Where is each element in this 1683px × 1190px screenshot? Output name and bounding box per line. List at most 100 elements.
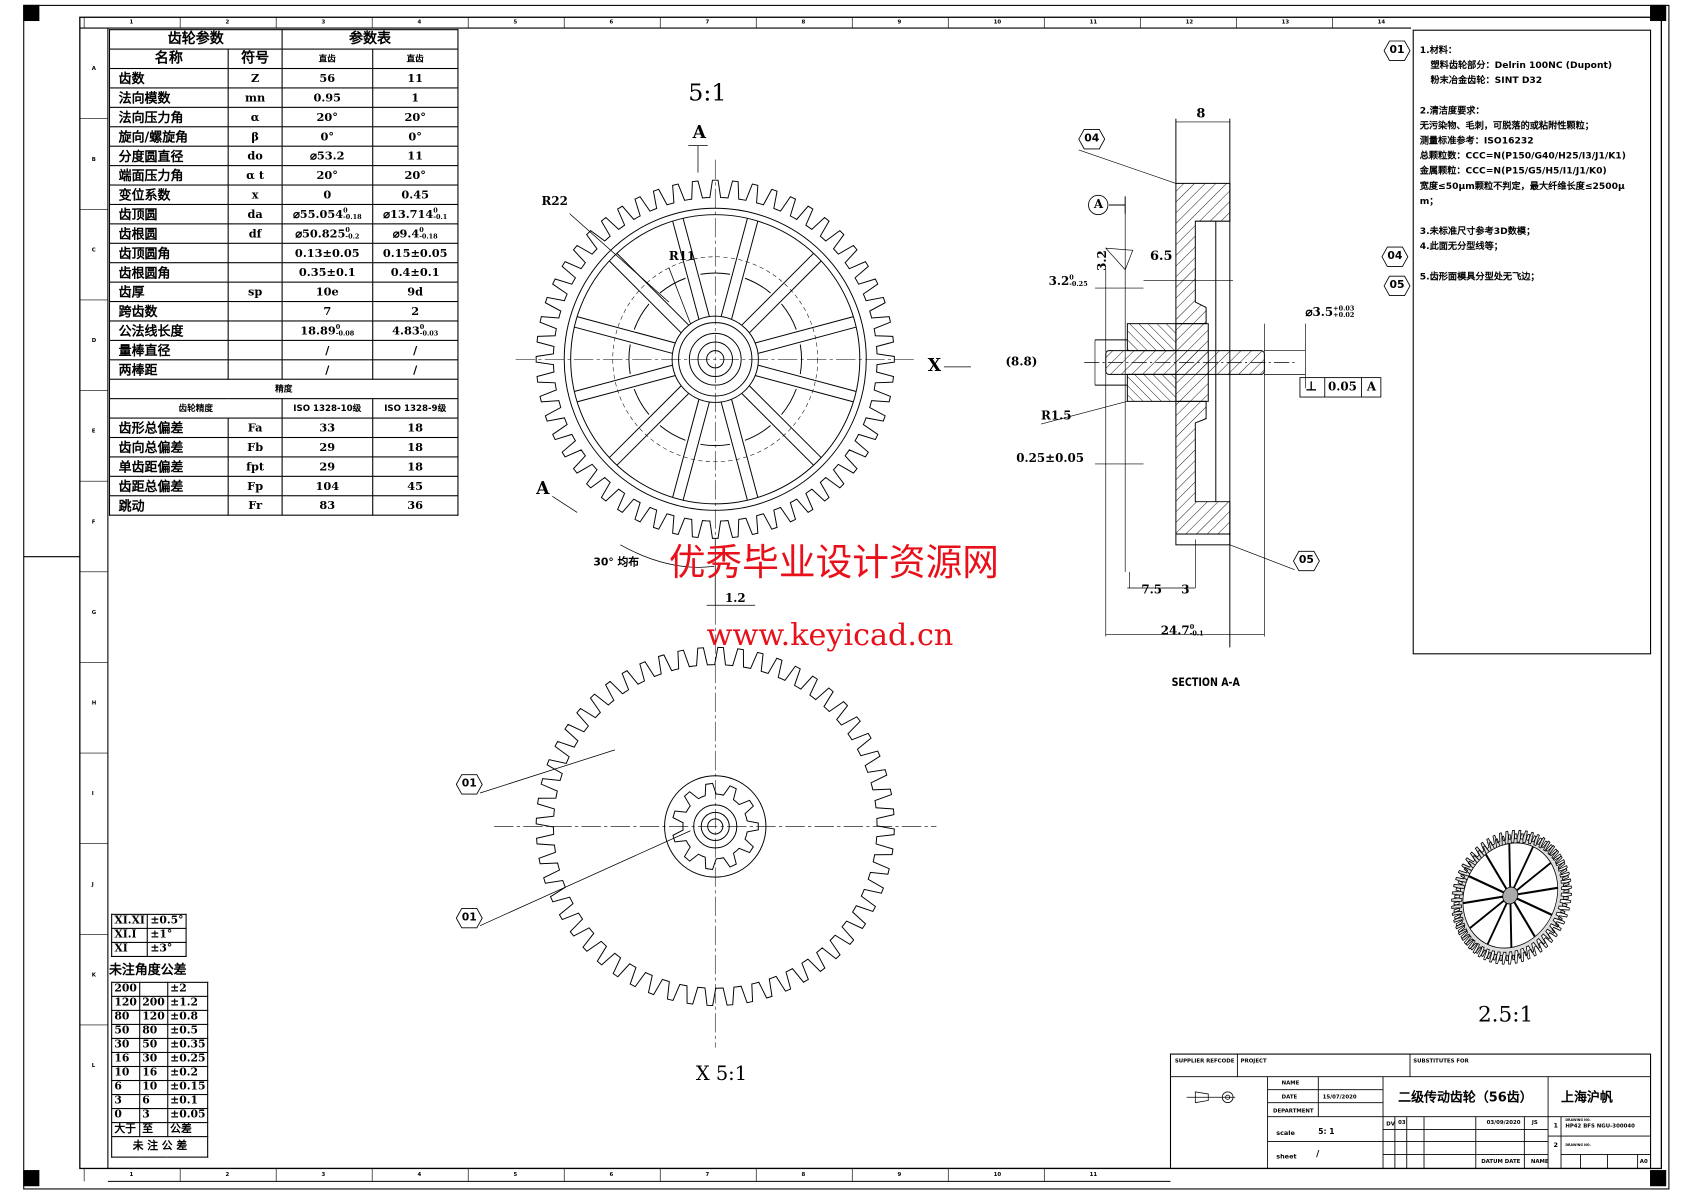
- tol-lower: -0.2: [345, 232, 360, 241]
- bottom-zone-label: 2: [225, 1171, 230, 1179]
- perpendicularity-symbol: ⊥: [1305, 378, 1318, 394]
- precision-label: 齿轮精度: [108, 398, 283, 419]
- iso-spoke: [1508, 843, 1512, 888]
- bottom-zone-label: 11: [1089, 1171, 1098, 1179]
- note-balloon-04: 04: [1387, 250, 1403, 263]
- balloon-hexagon-icon: [1383, 40, 1411, 61]
- tol-lower: -0.18: [343, 213, 362, 221]
- param-symbol: [227, 301, 283, 322]
- name-label: NAME: [1281, 1079, 1300, 1087]
- tol-lower: -0.18: [419, 232, 438, 241]
- top-zone-label: 14: [1377, 19, 1386, 26]
- param-name: 量棒直径: [108, 339, 229, 361]
- table-row: 200±2: [111, 981, 209, 997]
- outer-border: [23, 4, 1670, 1190]
- pocket-arc: [781, 303, 797, 330]
- param-symbol: α t: [227, 165, 283, 186]
- param-symbol: [227, 320, 283, 341]
- value-main: 10e: [315, 285, 339, 299]
- title-block-border: [1169, 1053, 1652, 1169]
- param-value-gear1: /: [281, 359, 373, 380]
- iso-spoke: [1517, 886, 1558, 896]
- value-main: 0.95: [313, 91, 342, 105]
- spoke-line: [755, 316, 854, 344]
- dim-24-7: 24.70-0.1: [1160, 623, 1204, 638]
- value-main: 7: [323, 304, 332, 318]
- item-2-number: 2: [1553, 1141, 1558, 1150]
- spoke-line: [749, 260, 822, 333]
- range-from: 6: [111, 1079, 141, 1096]
- spoke-line: [574, 364, 673, 392]
- note-line: 宽度≤50μm颗粒不判定，最大纤维长度≤2500μ: [1419, 181, 1625, 193]
- radius-r1-5: R1.5: [1041, 408, 1072, 423]
- value-main: 2: [411, 304, 420, 318]
- param-value-gear2: /: [371, 359, 459, 380]
- watermark-title: 优秀毕业设计资源网: [668, 541, 999, 585]
- value-main: 0°: [320, 130, 335, 143]
- radius-r22: R22: [541, 194, 568, 209]
- isometric-scale: 2.5:1: [1477, 1001, 1534, 1028]
- param-value-gear1: ⌀55.0540-0.18: [281, 203, 373, 225]
- spoke-line: [682, 218, 710, 317]
- iso-spoke: [1486, 902, 1508, 945]
- balloon-hexagon-icon: [455, 908, 483, 929]
- iso-spoke: [1513, 901, 1536, 938]
- back-view-gear: [494, 605, 937, 1048]
- corner-mark: [1650, 1170, 1667, 1187]
- tol-upper: 0: [335, 323, 341, 331]
- param-value-gear1: 7: [281, 301, 373, 322]
- range-to: 6: [139, 1094, 169, 1110]
- spoke-line: [576, 316, 676, 344]
- table-row: XI±3°: [111, 941, 187, 957]
- param-name: 两棒距: [108, 359, 229, 380]
- tol-upper: 0: [343, 206, 348, 215]
- sheet-value: /: [1316, 1149, 1320, 1159]
- iso-spoke: [1509, 903, 1513, 948]
- tolerance: 0-0.08: [336, 324, 354, 337]
- param-symbol: [227, 262, 283, 283]
- tolerance-value: ±0.15: [166, 1079, 209, 1096]
- note-line: 1.材料：: [1419, 45, 1458, 57]
- spoke-line: [749, 385, 822, 459]
- spoke-line: [720, 218, 748, 317]
- header-from: 大于: [111, 1122, 141, 1138]
- rev-date: 03/09/2020: [1486, 1119, 1521, 1127]
- range-to: 120: [139, 1009, 169, 1025]
- col-gear2-header: 直齿: [371, 48, 459, 70]
- param-value-gear1: 18.890-0.08: [281, 320, 373, 341]
- value-main: 18.89: [300, 324, 336, 338]
- spoke-line: [616, 252, 689, 326]
- note-line: [1420, 88, 1626, 103]
- tol-upper: 0: [433, 206, 438, 215]
- value-main: /: [413, 343, 418, 357]
- rev-number: 03: [1398, 1119, 1406, 1127]
- header-tolerance: 公差: [166, 1122, 209, 1138]
- item-2-label: DRAWING NO.: [1565, 1142, 1591, 1147]
- value-main: 0.35±0.1: [298, 265, 356, 279]
- spoke-line: [731, 220, 759, 320]
- col-name-header: 名称: [108, 48, 229, 70]
- precision-name: 齿向总偏差: [108, 436, 229, 458]
- project-label: PROJECT: [1240, 1058, 1267, 1065]
- dim-0-25: 0.25±0.05: [1016, 450, 1084, 466]
- bottom-zone-label: 6: [609, 1171, 614, 1179]
- value-main: /: [413, 363, 418, 376]
- param-value-gear2: 0.4±0.1: [371, 262, 459, 283]
- param-symbol: do: [227, 145, 283, 167]
- bottom-zone-label: 9: [897, 1171, 902, 1179]
- pocket-arc: [633, 303, 650, 330]
- param-value-gear2: 1: [371, 87, 459, 108]
- department-label: DEPARTMENT: [1272, 1108, 1314, 1115]
- value-main: ⌀53.2: [310, 149, 345, 163]
- bottom-zone-label: 5: [513, 1171, 518, 1179]
- datum-date-label: DATUM DATE: [1481, 1158, 1521, 1166]
- iso-spoke: [1469, 899, 1505, 929]
